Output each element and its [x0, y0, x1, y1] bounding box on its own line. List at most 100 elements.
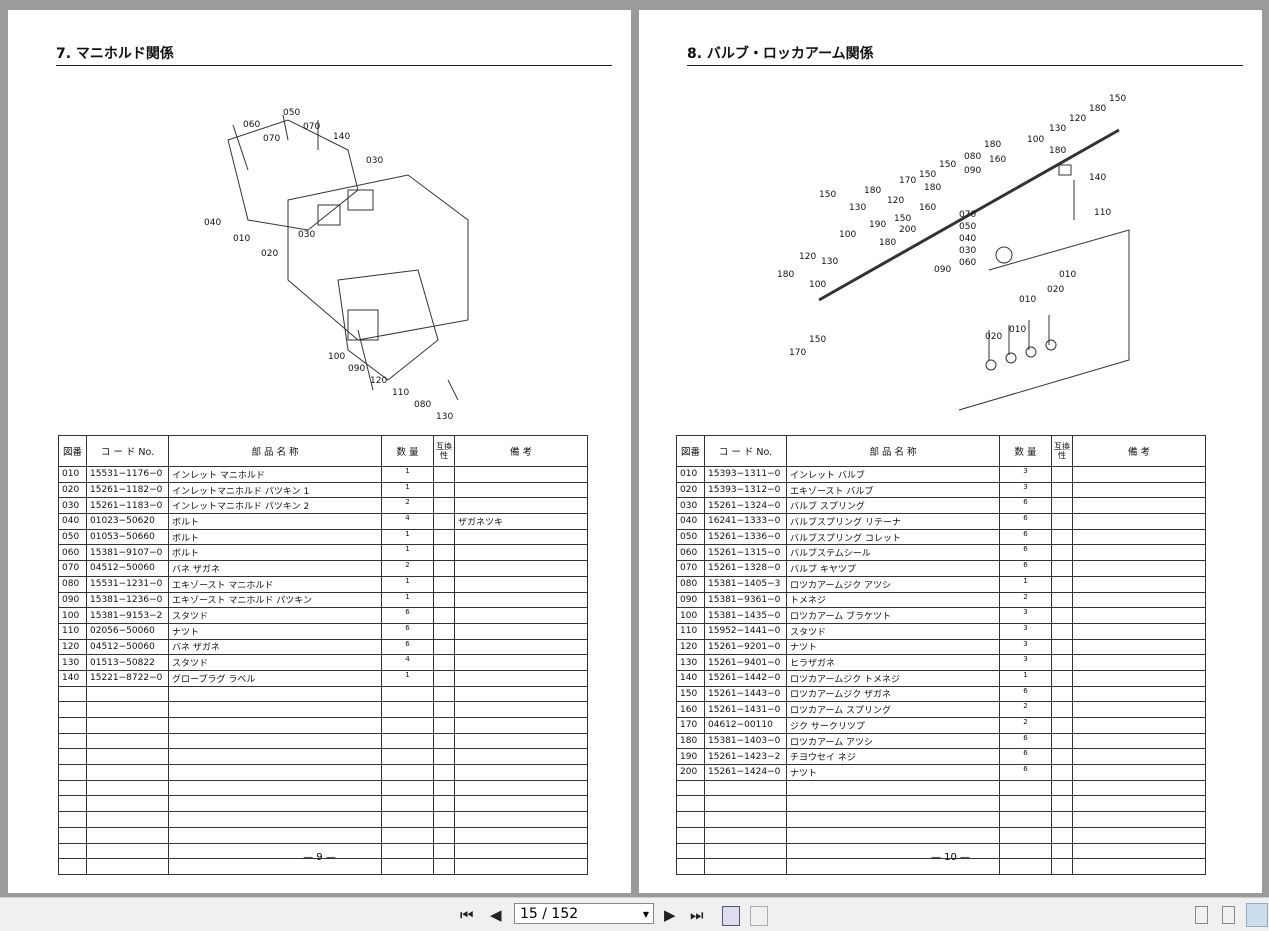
- single-page-view-icon[interactable]: [1195, 906, 1208, 924]
- cell-remarks: [1072, 622, 1206, 640]
- cell-name: [786, 779, 1000, 797]
- page-left: 7. マニホルド関係 060 050 070 070 140 030 040 0…: [8, 10, 631, 893]
- page-selector[interactable]: 15 / 152▼: [514, 903, 654, 924]
- cell-name: [786, 795, 1000, 813]
- cell-code: 15261−9401−0: [704, 654, 787, 671]
- callout: 080: [414, 400, 432, 410]
- cell-no: 070: [676, 560, 705, 577]
- cell-name: エキゾースト マニホルド: [168, 575, 382, 593]
- cell-interchange: [1051, 513, 1073, 530]
- cell-interchange: [433, 732, 455, 750]
- manifold-diagram: 060 050 070 070 140 030 040 010 020 030 …: [158, 80, 558, 422]
- cell-no: 110: [676, 622, 705, 640]
- cell-no: 200: [676, 764, 705, 781]
- cell-remarks: [1072, 795, 1206, 813]
- cell-qty: 2: [999, 701, 1052, 718]
- cell-code: 15381−1435−0: [704, 607, 787, 624]
- rotate-back-icon[interactable]: [722, 906, 740, 926]
- rotate-forward-icon[interactable]: [750, 906, 768, 926]
- continuous-view-icon[interactable]: [1222, 906, 1235, 924]
- cell-code: 15261−1431−0: [704, 701, 787, 718]
- cell-name: [168, 732, 382, 750]
- cell-interchange: [1051, 560, 1073, 577]
- section-title: 8. バルブ・ロッカアーム関係: [687, 43, 1243, 66]
- cell-name: バルブ キヤツプ: [786, 560, 1000, 577]
- callout: 030: [366, 156, 384, 166]
- callout: 150: [894, 214, 912, 224]
- header-name: 部 品 名 称: [786, 435, 1000, 467]
- cell-qty: 4: [381, 513, 434, 530]
- header-name: 部 品 名 称: [168, 435, 382, 467]
- callout: 050: [283, 108, 301, 118]
- callout: 190: [869, 220, 887, 230]
- two-page-view-icon[interactable]: [1246, 903, 1268, 927]
- cell-remarks: [1072, 560, 1206, 577]
- cell-no: [58, 795, 87, 813]
- cell-remarks: [454, 622, 588, 640]
- cell-remarks: [1072, 654, 1206, 671]
- cell-interchange: [433, 575, 455, 593]
- callout: 010: [1019, 295, 1037, 305]
- table-header: 図番コ ー ド No.部 品 名 称数 量互換性備 考: [676, 435, 1206, 467]
- cell-interchange: [1051, 622, 1073, 640]
- callout: 180: [864, 186, 882, 196]
- cell-remarks: [454, 795, 588, 813]
- cell-remarks: [1072, 481, 1206, 499]
- cell-name: グロープラグ ラベル: [168, 669, 382, 687]
- cell-name: [786, 811, 1000, 828]
- cell-name: [168, 795, 382, 813]
- cell-interchange: [1051, 685, 1073, 703]
- callout: 140: [333, 132, 351, 142]
- cell-interchange: [433, 826, 455, 844]
- last-page-button[interactable]: ⏭: [690, 906, 704, 924]
- callout: 180: [1049, 146, 1067, 156]
- cell-qty: 3: [999, 481, 1052, 499]
- cell-qty: 1: [999, 575, 1052, 593]
- previous-page-button[interactable]: ◀: [490, 906, 502, 924]
- callout: 050: [959, 222, 977, 232]
- cell-qty: 2: [381, 497, 434, 515]
- first-page-button[interactable]: ⏮: [460, 906, 474, 924]
- callout: 130: [436, 412, 454, 422]
- cell-remarks: [454, 685, 588, 703]
- cell-no: 160: [676, 701, 705, 718]
- callout: 150: [819, 190, 837, 200]
- cell-interchange: [433, 654, 455, 671]
- callout: 060: [959, 258, 977, 268]
- cell-no: 130: [676, 654, 705, 671]
- cell-name: ボルト: [168, 528, 382, 546]
- cell-name: バルブ スプリング: [786, 497, 1000, 515]
- cell-remarks: [454, 826, 588, 844]
- callout: 150: [809, 335, 827, 345]
- cell-code: 15261−1315−0: [704, 544, 787, 562]
- table-row: [676, 826, 1206, 844]
- cell-name: [168, 779, 382, 797]
- next-page-button[interactable]: ▶: [664, 906, 676, 924]
- cell-no: 130: [58, 654, 87, 671]
- cell-name: バネ ザガネ: [168, 638, 382, 656]
- cell-interchange: [1051, 638, 1073, 656]
- cell-name: インレット マニホルド: [168, 466, 382, 483]
- cell-interchange: [433, 622, 455, 640]
- cell-qty: 2: [999, 591, 1052, 609]
- callout: 070: [959, 210, 977, 220]
- cell-remarks: [454, 764, 588, 781]
- callout: 020: [985, 332, 1003, 342]
- cell-no: 090: [58, 591, 87, 609]
- cell-no: 010: [58, 466, 87, 483]
- cell-qty: [381, 779, 434, 797]
- cell-qty: 6: [999, 748, 1052, 766]
- cell-code: 15393−1311−0: [704, 466, 787, 483]
- cell-remarks: [454, 748, 588, 766]
- cell-qty: [381, 717, 434, 734]
- cell-interchange: [1051, 811, 1073, 828]
